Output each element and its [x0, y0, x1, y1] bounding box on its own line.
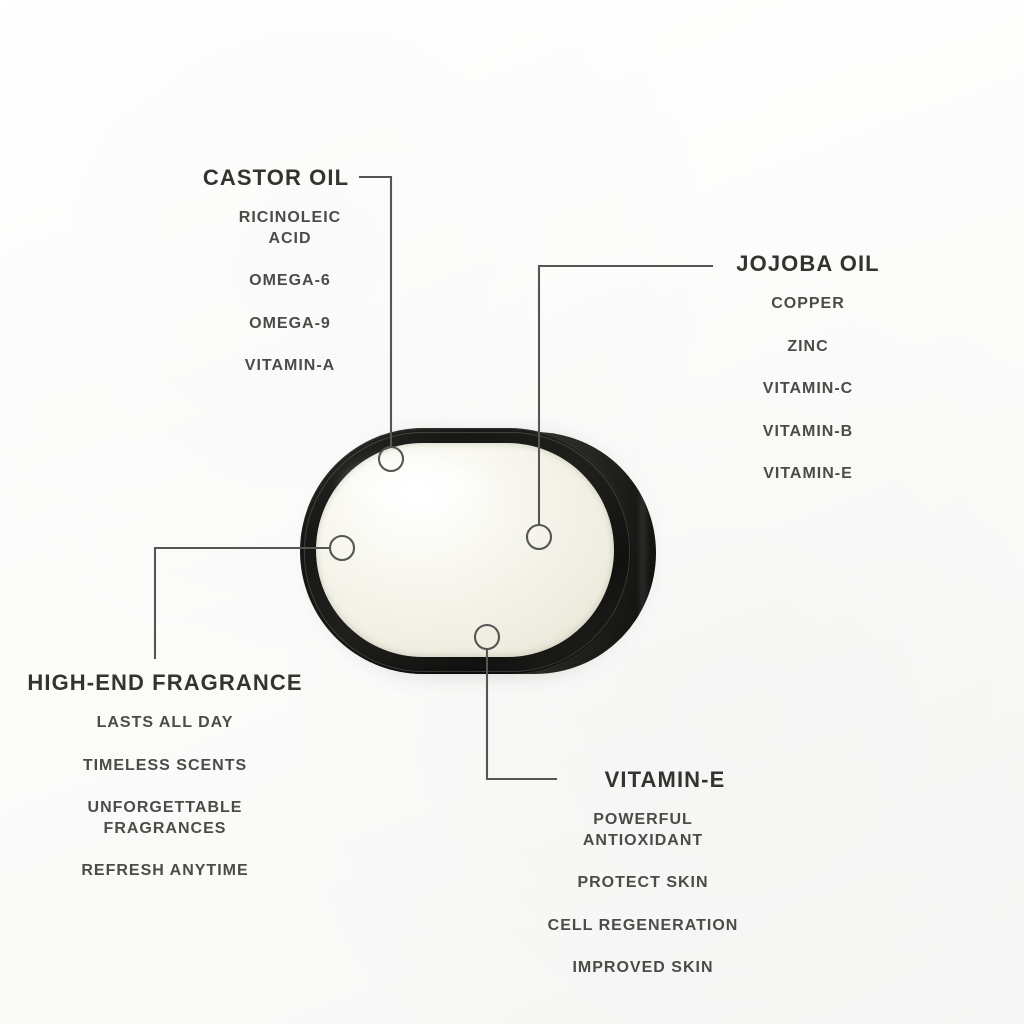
- callout-vitamin-e: VITAMIN-E POWERFUL ANTIOXIDANT PROTECT S…: [548, 767, 758, 979]
- callout-item: TIMELESS SCENTS: [82, 756, 248, 774]
- product-image: [296, 420, 662, 682]
- callout-high-end-fragrance: HIGH-END FRAGRANCE LASTS ALL DAY TIMELES…: [22, 670, 308, 882]
- callout-item: CELL REGENERATION: [547, 916, 739, 934]
- callout-item: VITAMIN-C: [762, 380, 854, 398]
- callout-item-list: COPPER ZINC VITAMIN-C VITAMIN-B VITAMIN-…: [722, 294, 894, 484]
- callout-item: LASTS ALL DAY: [96, 714, 234, 732]
- callout-item: VITAMIN-A: [244, 357, 336, 375]
- callout-item: IMPROVED SKIN: [572, 959, 714, 977]
- callout-title: CASTOR OIL: [202, 165, 350, 190]
- callout-item: VITAMIN-E: [763, 465, 853, 483]
- callout-item-list: POWERFUL ANTIOXIDANT PROTECT SKIN CELL R…: [528, 810, 758, 978]
- callout-item: RICINOLEIC ACID: [238, 209, 342, 247]
- product-balm-surface: [316, 443, 614, 657]
- callout-item: ZINC: [787, 337, 829, 355]
- callout-jojoba-oil: JOJOBA OIL COPPER ZINC VITAMIN-C VITAMIN…: [722, 251, 894, 485]
- callout-title: JOJOBA OIL: [736, 251, 880, 276]
- callout-item: REFRESH ANYTIME: [81, 862, 249, 880]
- callout-item: UNFORGETTABLE FRAGRANCES: [87, 799, 243, 837]
- callout-title: VITAMIN-E: [604, 767, 726, 792]
- callout-item: OMEGA-6: [249, 272, 331, 290]
- callout-title: HIGH-END FRAGRANCE: [27, 670, 303, 695]
- callout-castor-oil: CASTOR OIL RICINOLEIC ACID OMEGA-6 OMEGA…: [178, 165, 374, 377]
- callout-item: VITAMIN-B: [762, 422, 854, 440]
- callout-item: POWERFUL ANTIOXIDANT: [582, 811, 704, 849]
- callout-item: OMEGA-9: [249, 314, 331, 332]
- callout-item: COPPER: [771, 295, 845, 313]
- callout-item: PROTECT SKIN: [577, 874, 709, 892]
- callout-item-list: LASTS ALL DAY TIMELESS SCENTS UNFORGETTA…: [22, 713, 308, 881]
- callout-item-list: RICINOLEIC ACID OMEGA-6 OMEGA-9 VITAMIN-…: [206, 208, 374, 376]
